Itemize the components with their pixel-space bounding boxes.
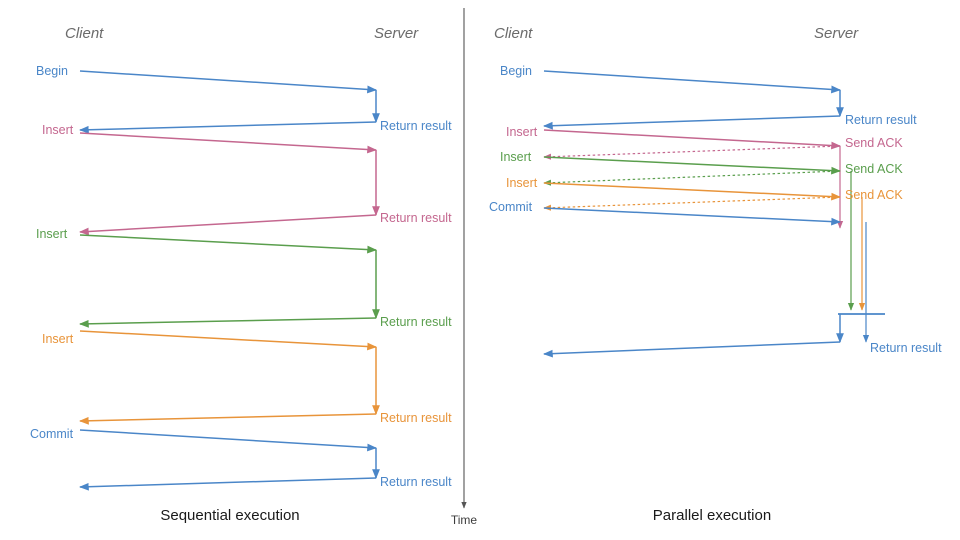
message-label-par-begin: Begin [500, 64, 532, 78]
message-label-par-insert-1: Insert [506, 125, 538, 139]
panel-caption-parallel: Parallel execution [653, 507, 771, 524]
panel-caption-sequential: Sequential execution [160, 507, 299, 524]
message-label-seq-insert-1-return: Return result [380, 211, 452, 225]
message-line-seq-insert-3 [79, 330, 377, 351]
lane-header-client: Client [65, 25, 104, 42]
message-label-par-insert-3: Insert [506, 176, 538, 190]
time-axis-label: Time [451, 513, 478, 527]
message-line-seq-insert-3-return [79, 413, 377, 425]
message-label-seq-insert-3-return: Return result [380, 411, 452, 425]
message-line-par-ack-3 [543, 196, 841, 211]
message-label-seq-begin: Begin [36, 64, 68, 78]
message-line-par-ack-1 [543, 145, 841, 160]
message-line-par-begin-return [543, 115, 841, 130]
message-line-seq-insert-1 [79, 132, 377, 154]
message-label-seq-insert-2: Insert [36, 227, 68, 241]
message-line-par-insert-1 [543, 129, 841, 150]
message-line-par-commit [543, 207, 841, 226]
lane-header-client: Client [494, 25, 533, 42]
lane-header-server: Server [814, 25, 859, 42]
message-label-seq-insert-1: Insert [42, 123, 74, 137]
message-line-seq-begin-return [79, 121, 377, 134]
message-line-seq-insert-1-return [79, 214, 377, 236]
message-line-par-insert-3 [543, 182, 841, 201]
message-label-par-insert-2: Insert [500, 150, 532, 164]
message-line-par-ack-2 [543, 170, 841, 186]
message-label-seq-insert-2-return: Return result [380, 315, 452, 329]
message-label-par-ack-2: Send ACK [845, 162, 903, 176]
message-line-par-begin [543, 70, 841, 94]
message-label-seq-begin-return: Return result [380, 119, 452, 133]
message-label-par-commit-return: Return result [870, 341, 942, 355]
message-line-seq-insert-2-return [79, 317, 377, 328]
time-axis-layer: Time [451, 8, 478, 527]
message-label-par-ack-1: Send ACK [845, 136, 903, 150]
message-line-seq-commit-return [79, 477, 377, 491]
lane-header-server: Server [374, 25, 419, 42]
message-line-par-commit-return [543, 341, 841, 358]
message-label-seq-insert-3: Insert [42, 332, 74, 346]
message-label-seq-commit: Commit [30, 427, 74, 441]
message-label-par-begin-return: Return result [845, 113, 917, 127]
message-line-seq-insert-2 [79, 234, 377, 254]
message-label-seq-commit-return: Return result [380, 475, 452, 489]
message-label-par-ack-3: Send ACK [845, 188, 903, 202]
message-line-seq-commit [79, 429, 377, 452]
message-label-par-commit: Commit [489, 200, 533, 214]
message-line-seq-begin [79, 70, 377, 94]
message-line-par-insert-2 [543, 156, 841, 175]
